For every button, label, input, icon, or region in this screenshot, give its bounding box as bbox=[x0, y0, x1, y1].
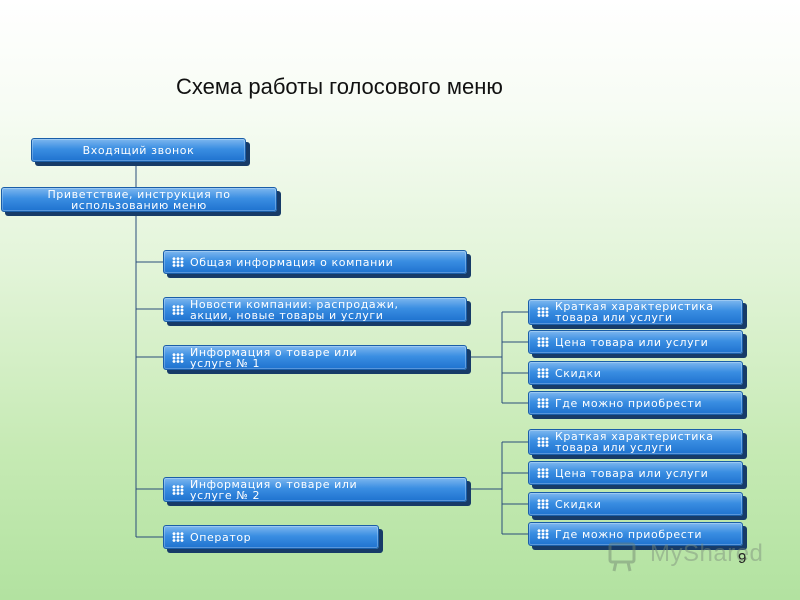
monitor-icon bbox=[608, 542, 636, 572]
node-label: Цена товара или услуги bbox=[555, 466, 709, 480]
watermark-text: MyShared bbox=[650, 540, 764, 567]
node-label-line2: использованию меню bbox=[71, 198, 207, 212]
node-label: Входящий звонок bbox=[82, 143, 195, 157]
menu-grid-icon bbox=[537, 529, 549, 539]
watermark-logo: MyShared bbox=[606, 538, 763, 574]
menu-grid-icon bbox=[172, 352, 184, 363]
menu-grid-icon bbox=[537, 368, 549, 378]
node-label: Где можно приобрести bbox=[555, 396, 703, 410]
node-label-line1: Приветствие, инструкция по bbox=[47, 187, 231, 201]
node-label-line1: Информация о товаре или bbox=[190, 477, 358, 491]
node-label: Общая информация о компании bbox=[190, 255, 394, 269]
node-label-line1: Краткая характеристика bbox=[555, 300, 714, 313]
page-number: 9 bbox=[738, 550, 747, 567]
node-label-line2: акции, новые товары и услуги bbox=[190, 308, 384, 322]
menu-grid-icon bbox=[537, 468, 549, 478]
menu-grid-icon bbox=[537, 437, 549, 447]
node-label-line2: товара или услуги bbox=[555, 441, 673, 454]
diagram-title: Схема работы голосового меню bbox=[176, 74, 503, 99]
menu-grid-icon bbox=[537, 307, 549, 317]
node-label-line2: товара или услуги bbox=[555, 311, 673, 324]
node-incoming-call: Входящий звонок bbox=[31, 138, 246, 162]
menu-grid-icon bbox=[537, 337, 549, 347]
node-label-line1: Информация о товаре или bbox=[190, 345, 358, 359]
node-label: Скидки bbox=[555, 366, 602, 380]
node-where-to-buy-2: Где можно приобрести bbox=[528, 522, 743, 546]
node-price-1: Цена товара или услуги bbox=[528, 330, 743, 354]
menu-grid-icon bbox=[172, 304, 184, 315]
node-price-2: Цена товара или услуги bbox=[528, 461, 743, 485]
node-general-info: Общая информация о компании bbox=[163, 250, 467, 274]
node-short-desc-1: Краткая характеристика товара или услуги bbox=[528, 299, 743, 325]
node-company-news: Новости компании: распродажи, акции, нов… bbox=[163, 297, 467, 322]
node-operator: Оператор bbox=[163, 525, 379, 549]
node-label-line2: услуге № 2 bbox=[190, 488, 261, 502]
node-label: Оператор bbox=[190, 530, 252, 544]
node-label: Где можно приобрести bbox=[555, 527, 703, 541]
menu-grid-icon bbox=[172, 532, 184, 542]
node-label: Скидки bbox=[555, 497, 602, 511]
node-label-line1: Краткая характеристика bbox=[555, 430, 714, 443]
node-product-info-1: Информация о товаре или услуге № 1 bbox=[163, 345, 467, 370]
node-where-to-buy-1: Где можно приобрести bbox=[528, 391, 743, 415]
node-short-desc-2: Краткая характеристика товара или услуги bbox=[528, 429, 743, 455]
node-greeting: Приветствие, инструкция по использованию… bbox=[1, 187, 277, 212]
node-product-info-2: Информация о товаре или услуге № 2 bbox=[163, 477, 467, 502]
node-discounts-2: Скидки bbox=[528, 492, 743, 516]
menu-grid-icon bbox=[172, 484, 184, 495]
node-label-line2: услуге № 1 bbox=[190, 356, 261, 370]
node-label-line1: Новости компании: распродажи, bbox=[190, 297, 399, 311]
menu-grid-icon bbox=[537, 499, 549, 509]
menu-grid-icon bbox=[172, 257, 184, 267]
menu-grid-icon bbox=[537, 398, 549, 408]
node-discounts-1: Скидки bbox=[528, 361, 743, 385]
node-label: Цена товара или услуги bbox=[555, 335, 709, 349]
